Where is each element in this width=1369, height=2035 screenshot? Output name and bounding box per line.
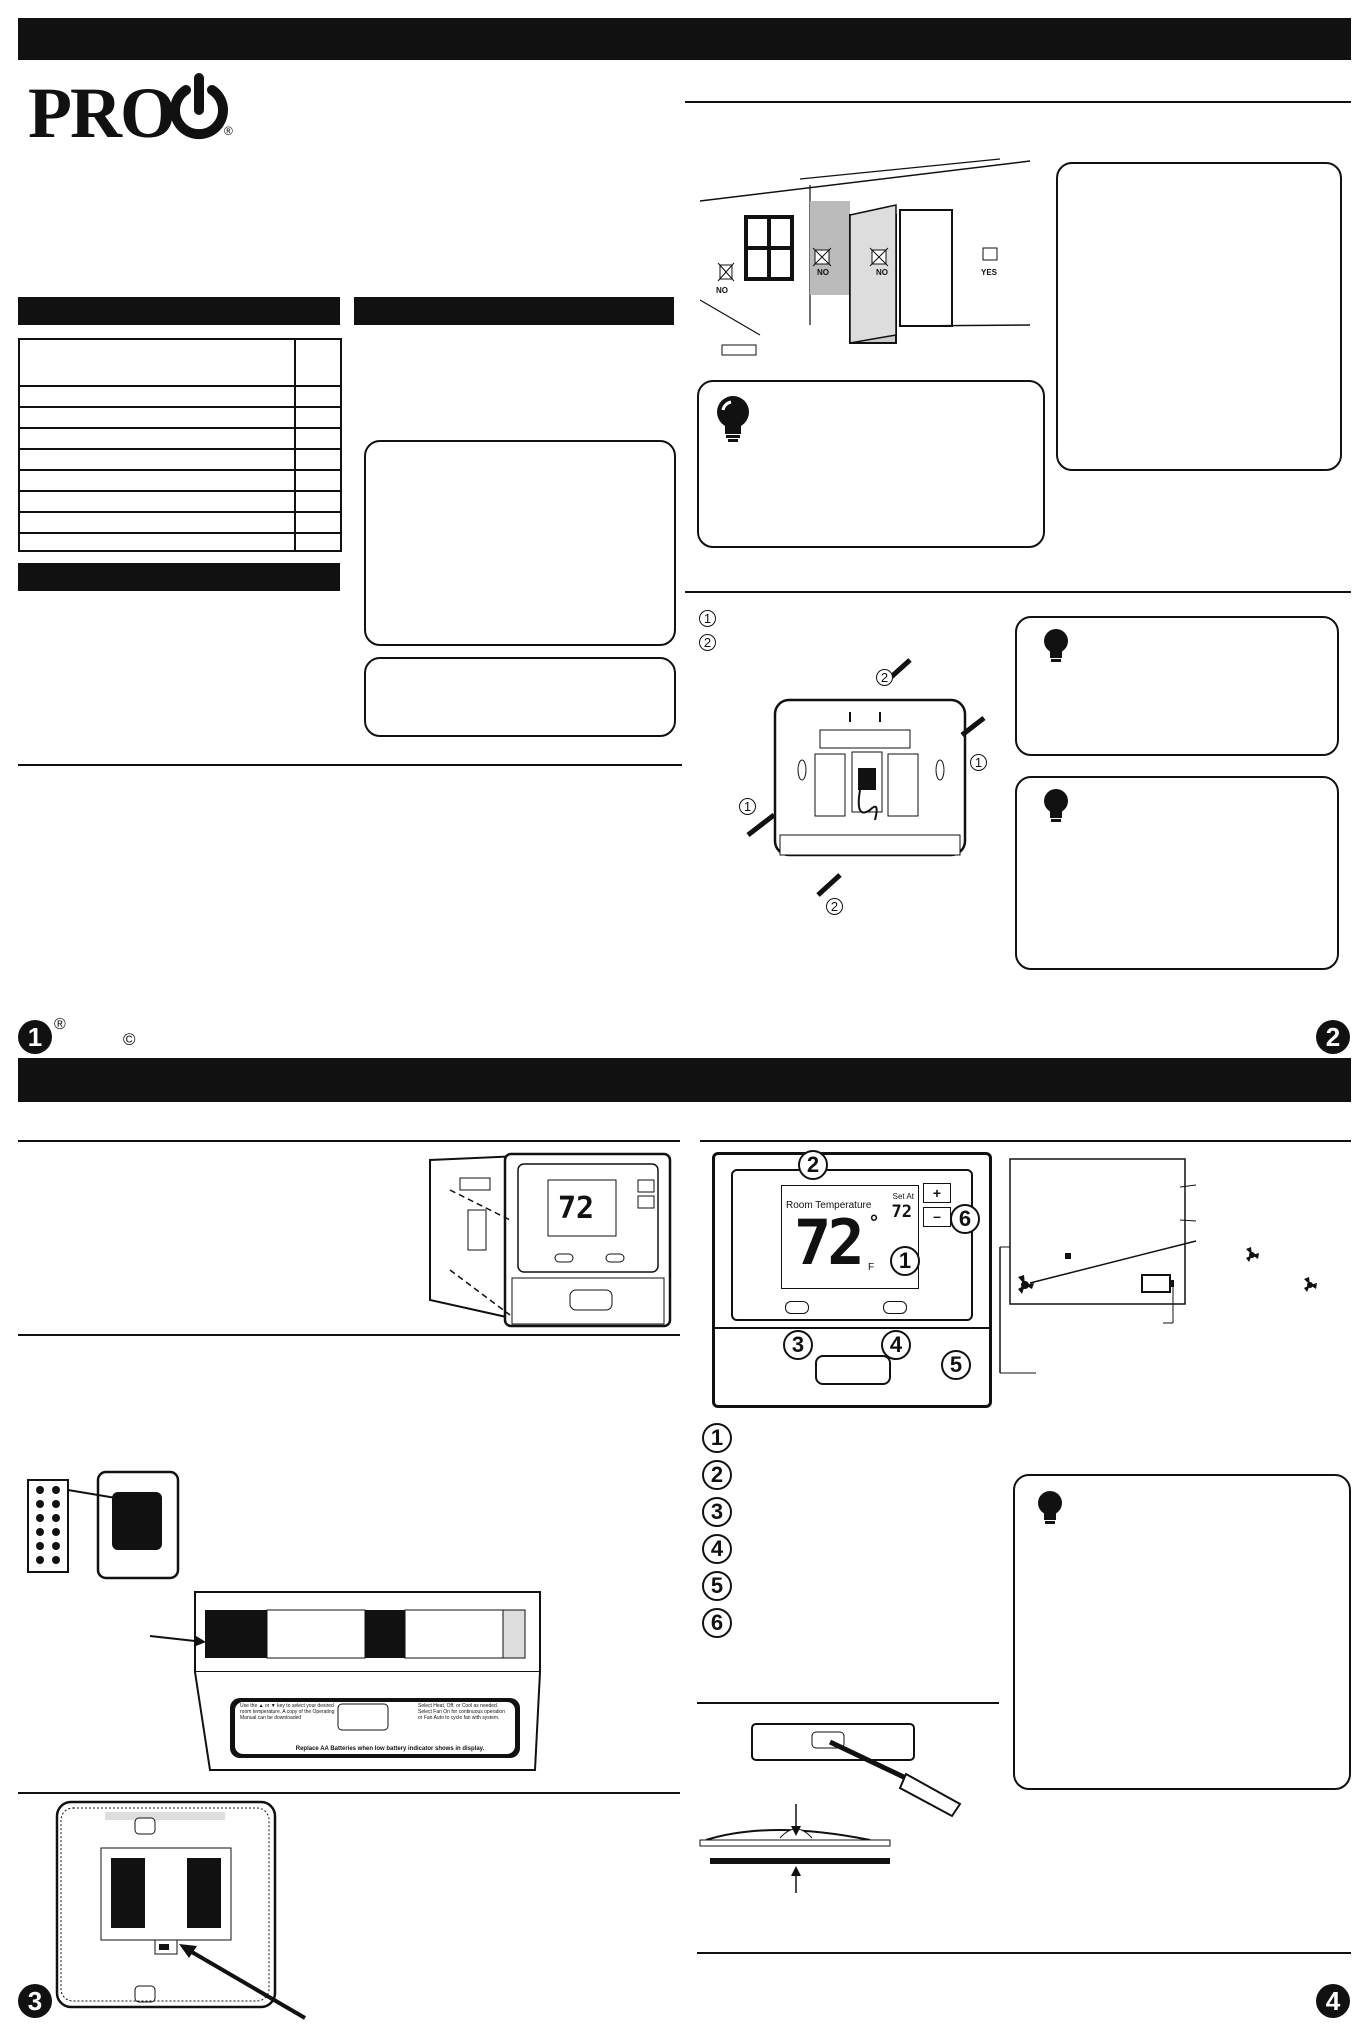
display-callout: 1	[890, 1246, 920, 1276]
page-number: 3	[18, 1984, 52, 2018]
battery-label-bottom: Replace AA Batteries when low battery in…	[295, 1746, 485, 1752]
brand-logo: PRO ®	[28, 72, 233, 153]
note-box	[364, 657, 676, 737]
display-callout: 2	[798, 1150, 828, 1180]
terminal-block-illustration	[27, 1470, 180, 1580]
divider	[685, 101, 1351, 103]
thermostat-attach-illustration: 72	[429, 1152, 672, 1328]
lightbulb-icon	[1044, 789, 1068, 822]
display-callout: 5	[941, 1350, 971, 1380]
note-box	[1056, 162, 1342, 471]
logo-text: PRO	[28, 73, 176, 153]
legend-number: 6	[702, 1608, 732, 1638]
mounting-callout: 2	[826, 898, 843, 915]
divider	[685, 591, 1351, 593]
display-callout: 3	[783, 1330, 813, 1360]
set-temperature: 72	[891, 1202, 912, 1222]
page-number: 1	[18, 1020, 52, 1054]
legend-number: 5	[702, 1571, 732, 1601]
divider	[700, 1140, 1351, 1142]
legend-number: 4	[702, 1534, 732, 1564]
divider	[18, 764, 682, 766]
step-number: 1	[699, 610, 716, 627]
power-icon	[170, 73, 228, 140]
tip-box	[1013, 1474, 1351, 1790]
copyright-mark: ©	[123, 1030, 136, 1049]
battery-compartment-illustration	[194, 1591, 541, 1771]
lightbulb-icon	[1044, 629, 1068, 662]
divider	[697, 1952, 1351, 1954]
legend-number: 1	[702, 1423, 732, 1453]
display-callout: 4	[881, 1330, 911, 1360]
logo-registered-mark: ®	[224, 124, 233, 138]
location-label: NO	[716, 286, 728, 295]
location-label: YES	[981, 268, 998, 277]
registered-mark: ®	[54, 1016, 66, 1033]
lightbulb-icon	[1038, 1491, 1062, 1524]
battery-label-text-left: Use the ▲ or ▼ key to select your desire…	[240, 1703, 335, 1721]
legend-number: 3	[702, 1497, 732, 1527]
set-at-label: Set At	[892, 1192, 914, 1201]
battery-door-tab[interactable]	[815, 1355, 891, 1385]
degree-symbol: °	[870, 1212, 878, 1234]
tip-box	[1015, 616, 1339, 756]
note-box	[364, 440, 676, 646]
divider	[697, 1702, 999, 1704]
fan-switch[interactable]	[883, 1301, 907, 1314]
divider	[18, 1792, 680, 1794]
room-temperature: 72	[794, 1206, 865, 1279]
plus-button[interactable]: +	[923, 1183, 951, 1203]
mounting-callout: 1	[739, 798, 756, 815]
mounting-callout: 1	[970, 754, 987, 771]
legend-number: 2	[702, 1460, 732, 1490]
lightbulb-icon	[717, 396, 749, 442]
divider	[18, 1334, 680, 1336]
room-temperature-label: Room Temperature	[786, 1200, 872, 1211]
battery-label-text-right: Select Heat, Off, or Cool as needed. Sel…	[418, 1703, 505, 1721]
tip-box	[1015, 776, 1339, 970]
page-number: 2	[1316, 1020, 1350, 1054]
svg-text:72: 72	[558, 1191, 594, 1226]
wallplate-mounting-illustration	[746, 658, 986, 897]
tip-box	[697, 380, 1045, 548]
page-number: 4	[1316, 1984, 1350, 2018]
section-header-bar	[18, 297, 340, 325]
battery-door[interactable]	[715, 1327, 989, 1329]
wallplate-back-illustration	[55, 1800, 307, 2020]
section-header-bar	[354, 297, 674, 325]
divider	[18, 1140, 680, 1142]
lower-header-bar	[18, 1058, 1351, 1102]
location-label: NO	[817, 268, 829, 277]
mode-switch[interactable]	[785, 1301, 809, 1314]
location-label: NO	[876, 268, 888, 277]
display-callout: 6	[950, 1204, 980, 1234]
top-header-bar	[18, 18, 1351, 60]
unit-label: F	[868, 1262, 875, 1273]
step-number: 2	[699, 634, 716, 651]
room-location-illustration	[699, 158, 1031, 356]
arrow-icon	[149, 1635, 206, 1646]
contents-table	[18, 338, 342, 552]
minus-button[interactable]: –	[923, 1207, 951, 1227]
mounting-callout: 2	[876, 669, 893, 686]
section-header-bar	[18, 563, 340, 591]
lcd-segment-diagram	[999, 1158, 1317, 1374]
door-removal-illustration	[699, 1723, 962, 1893]
